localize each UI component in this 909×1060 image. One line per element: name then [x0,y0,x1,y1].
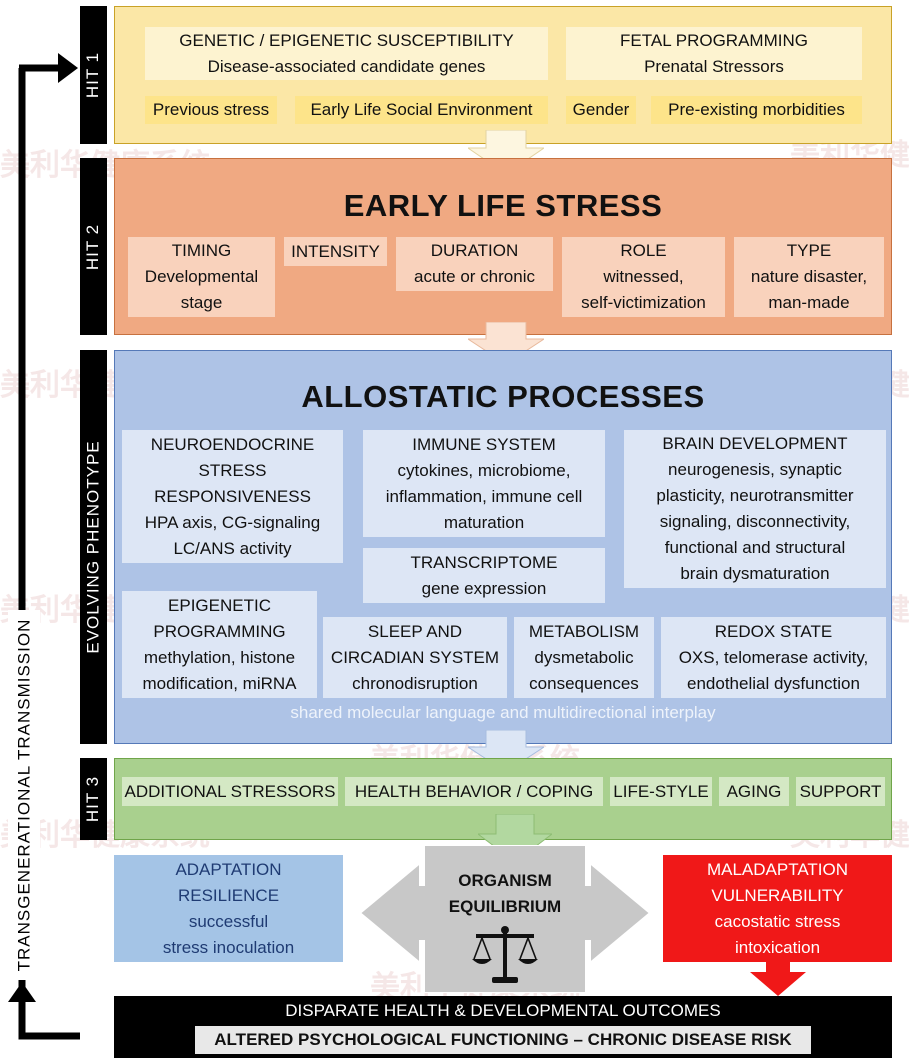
timing-box: TIMING Developmental stage [128,237,275,317]
chip-pre-existing: Pre-existing morbidities [651,96,862,124]
transgenerational-label: TRANSGENERATIONAL TRANSMISSION [8,610,40,980]
hit1-label: HIT 1 [80,6,107,144]
altered-functioning-box: ALTERED PSYCHOLOGICAL FUNCTIONING – CHRO… [195,1026,811,1054]
chip-aging: AGING [719,777,789,806]
allostatic-title: ALLOSTATIC PROCESSES [301,379,705,414]
genetic-susceptibility-box: GENETIC / EPIGENETIC SUSCEPTIBILITY Dise… [145,27,548,80]
balance-scale-icon [472,926,538,983]
role-box: ROLE witnessed, self-victimization [562,237,725,317]
hit2-label: HIT 2 [80,158,107,335]
maladaptation-box: MALADAPTATION VULNERABILITY cacostatic s… [663,855,892,962]
disparate-outcomes-text: DISPARATE HEALTH & DEVELOPMENTAL OUTCOME… [285,1001,721,1020]
duration-box: DURATION acute or chronic [396,237,553,291]
chip-early-life-social: Early Life Social Environment [295,96,548,124]
chip-previous-stress: Previous stress [145,96,277,124]
transcriptome-box: TRANSCRIPTOME gene expression [363,548,605,603]
interplay-footer: shared molecular language and multidirec… [290,703,716,722]
red-arrow-down [750,960,806,996]
organism-label: ORGANISM EQUILIBRIUM [448,871,562,916]
chip-life-style: LIFE-STYLE [610,777,712,806]
early-life-stress-title: EARLY LIFE STRESS [343,188,663,223]
adaptation-box: ADAPTATION RESILIENCE successful stress … [114,855,343,962]
brain-development-box: BRAIN DEVELOPMENT neurogenesis, synaptic… [624,430,886,588]
chip-support: SUPPORT [796,777,885,806]
chip-gender: Gender [566,96,636,124]
chip-additional-stressors: ADDITIONAL STRESSORS [122,777,338,806]
evolving-phenotype-label: EVOLVING PHENOTYPE [80,350,107,744]
chip-health-behavior: HEALTH BEHAVIOR / COPING [345,777,603,806]
hit3-label: HIT 3 [80,758,107,840]
immune-system-box: IMMUNE SYSTEM cytokines, microbiome, inf… [363,430,605,537]
sleep-circadian-box: SLEEP AND CIRCADIAN SYSTEM chronodisrupt… [323,617,507,698]
intensity-box: INTENSITY [284,237,387,266]
type-box: TYPE nature disaster, man-made [734,237,884,317]
redox-state-box: REDOX STATE OXS, telomerase activity, en… [661,617,886,698]
metabolism-box: METABOLISM dysmetabolic consequences [514,617,654,698]
fetal-programming-box: FETAL PROGRAMMING Prenatal Stressors [566,27,862,80]
organism-equilibrium-shape [360,845,650,993]
neuroendocrine-box: NEUROENDOCRINE STRESS RESPONSIVENESS HPA… [122,430,343,563]
epigenetic-programming-box: EPIGENETIC PROGRAMMING methylation, hist… [122,591,317,698]
